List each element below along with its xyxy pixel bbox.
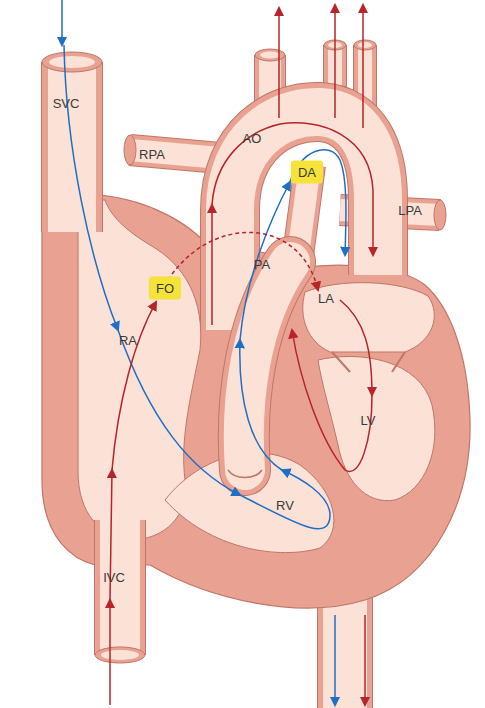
flow-arrow [240, 340, 282, 470]
vessel-lumen [100, 520, 140, 655]
flow-arrow [212, 123, 373, 255]
flow-arrow [340, 300, 372, 395]
vessel-lumen [244, 262, 290, 470]
highlight-label: FO [156, 282, 174, 295]
vessel-outline [94, 520, 146, 655]
flow-arrow [168, 232, 318, 290]
flow-arrow [290, 150, 346, 255]
vessel-opening [358, 42, 372, 48]
flow-arrow [364, 615, 366, 705]
oxygenated-flow [110, 5, 373, 705]
highlight-box: FO [149, 277, 181, 300]
flow-arrow [112, 302, 156, 470]
vessel-opening [260, 52, 280, 59]
part-label: AO [243, 132, 262, 145]
vessel-wall [95, 520, 145, 655]
flow-arrow [334, 5, 336, 118]
part-label: RV [276, 499, 294, 512]
flow-arrow [362, 5, 364, 128]
part-label: PA [254, 258, 270, 271]
vessel-opening [255, 49, 285, 61]
vessel-opening [95, 647, 145, 663]
highlight-label: DA [298, 166, 316, 179]
flow-arrow [61, 0, 63, 45]
left-ventricle [318, 356, 435, 500]
venous-flow [62, 0, 346, 705]
part-label: LA [318, 292, 334, 305]
flow-arrow [211, 205, 213, 325]
vessel-outline [244, 262, 290, 470]
vessel-opening [49, 56, 95, 68]
part-label: IVC [103, 571, 125, 584]
flow-arrow [240, 470, 330, 529]
vessel-opening [101, 650, 139, 660]
pulmonary-valve [228, 470, 262, 478]
flow-arrow [292, 330, 372, 472]
flow-arrow [64, 45, 118, 330]
part-label: LPA [398, 204, 422, 217]
flow-arrow [278, 8, 280, 118]
vessel-opening [434, 200, 446, 230]
vessel-opening [124, 135, 136, 165]
vessel-opening [354, 40, 376, 50]
vessel-wall [244, 262, 290, 470]
left-atrium [303, 283, 435, 352]
flow-arrow [118, 330, 240, 495]
flow-arrow [334, 615, 336, 705]
part-label: SVC [53, 97, 80, 110]
part-label: RA [119, 334, 137, 347]
flow-arrow [240, 182, 290, 340]
part-label: LV [361, 414, 376, 427]
vessel-opening [42, 52, 102, 72]
highlight-box: DA [291, 161, 323, 184]
part-label: RPA [139, 148, 165, 161]
flow-arrow [109, 600, 111, 705]
